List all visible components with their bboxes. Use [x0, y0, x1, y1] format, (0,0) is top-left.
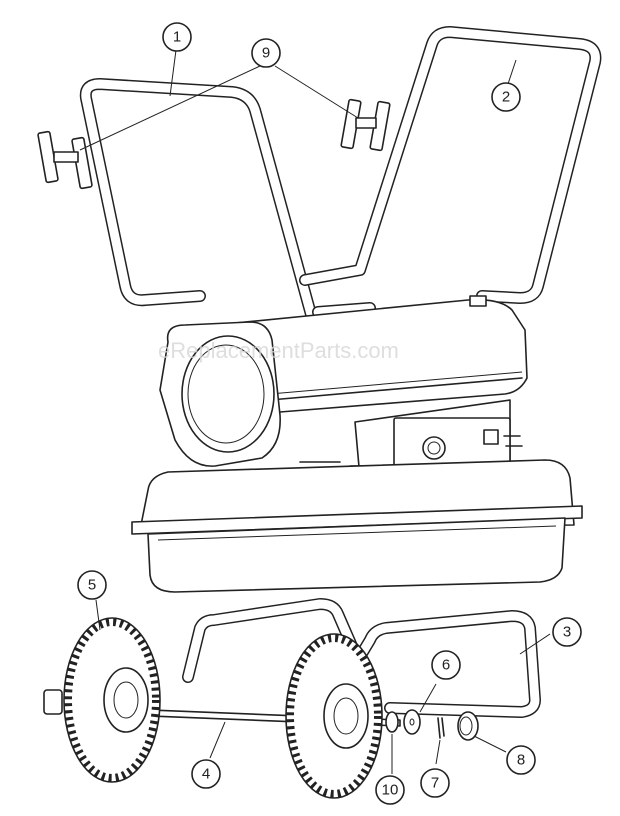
- callout-3: 3: [552, 617, 582, 647]
- leader-lines: [79, 49, 551, 774]
- callout-9-label: 9: [262, 45, 270, 62]
- callout-2: 2: [491, 82, 521, 112]
- callout-7-label: 7: [431, 775, 439, 792]
- cotter-pin-part: [437, 717, 445, 739]
- washer-part: [403, 709, 421, 735]
- callout-6-label: 6: [442, 657, 450, 674]
- callout-5: 5: [77, 570, 107, 600]
- callout-4-label: 4: [202, 766, 210, 783]
- handle-clamp-right-part: [340, 98, 391, 152]
- callout-3-label: 3: [563, 624, 571, 641]
- wheel-left-part: [43, 617, 161, 783]
- callout-6: 6: [431, 650, 461, 680]
- callout-4: 4: [191, 759, 221, 789]
- wheel-frame-part: [182, 598, 541, 718]
- callout-10: 10: [375, 775, 405, 805]
- callout-7: 7: [420, 768, 450, 798]
- callout-9: 9: [251, 38, 281, 68]
- watermark-text: eReplacementParts.com: [158, 338, 399, 363]
- callout-8-label: 8: [517, 752, 525, 769]
- nut-part: [385, 711, 399, 733]
- handle-clamp-left-part: [37, 130, 93, 190]
- wheel-right-part: [285, 633, 383, 799]
- handle-right-part: [299, 26, 602, 318]
- handle-left-part: [79, 78, 318, 324]
- callout-1: 1: [162, 22, 192, 52]
- callout-10-label: 10: [382, 782, 399, 799]
- hub-cap-part: [457, 711, 479, 741]
- fuel-tank: [131, 459, 583, 593]
- callout-5-label: 5: [88, 577, 96, 594]
- callout-2-label: 2: [502, 89, 510, 106]
- callout-1-label: 1: [173, 29, 181, 46]
- callout-8: 8: [506, 745, 536, 775]
